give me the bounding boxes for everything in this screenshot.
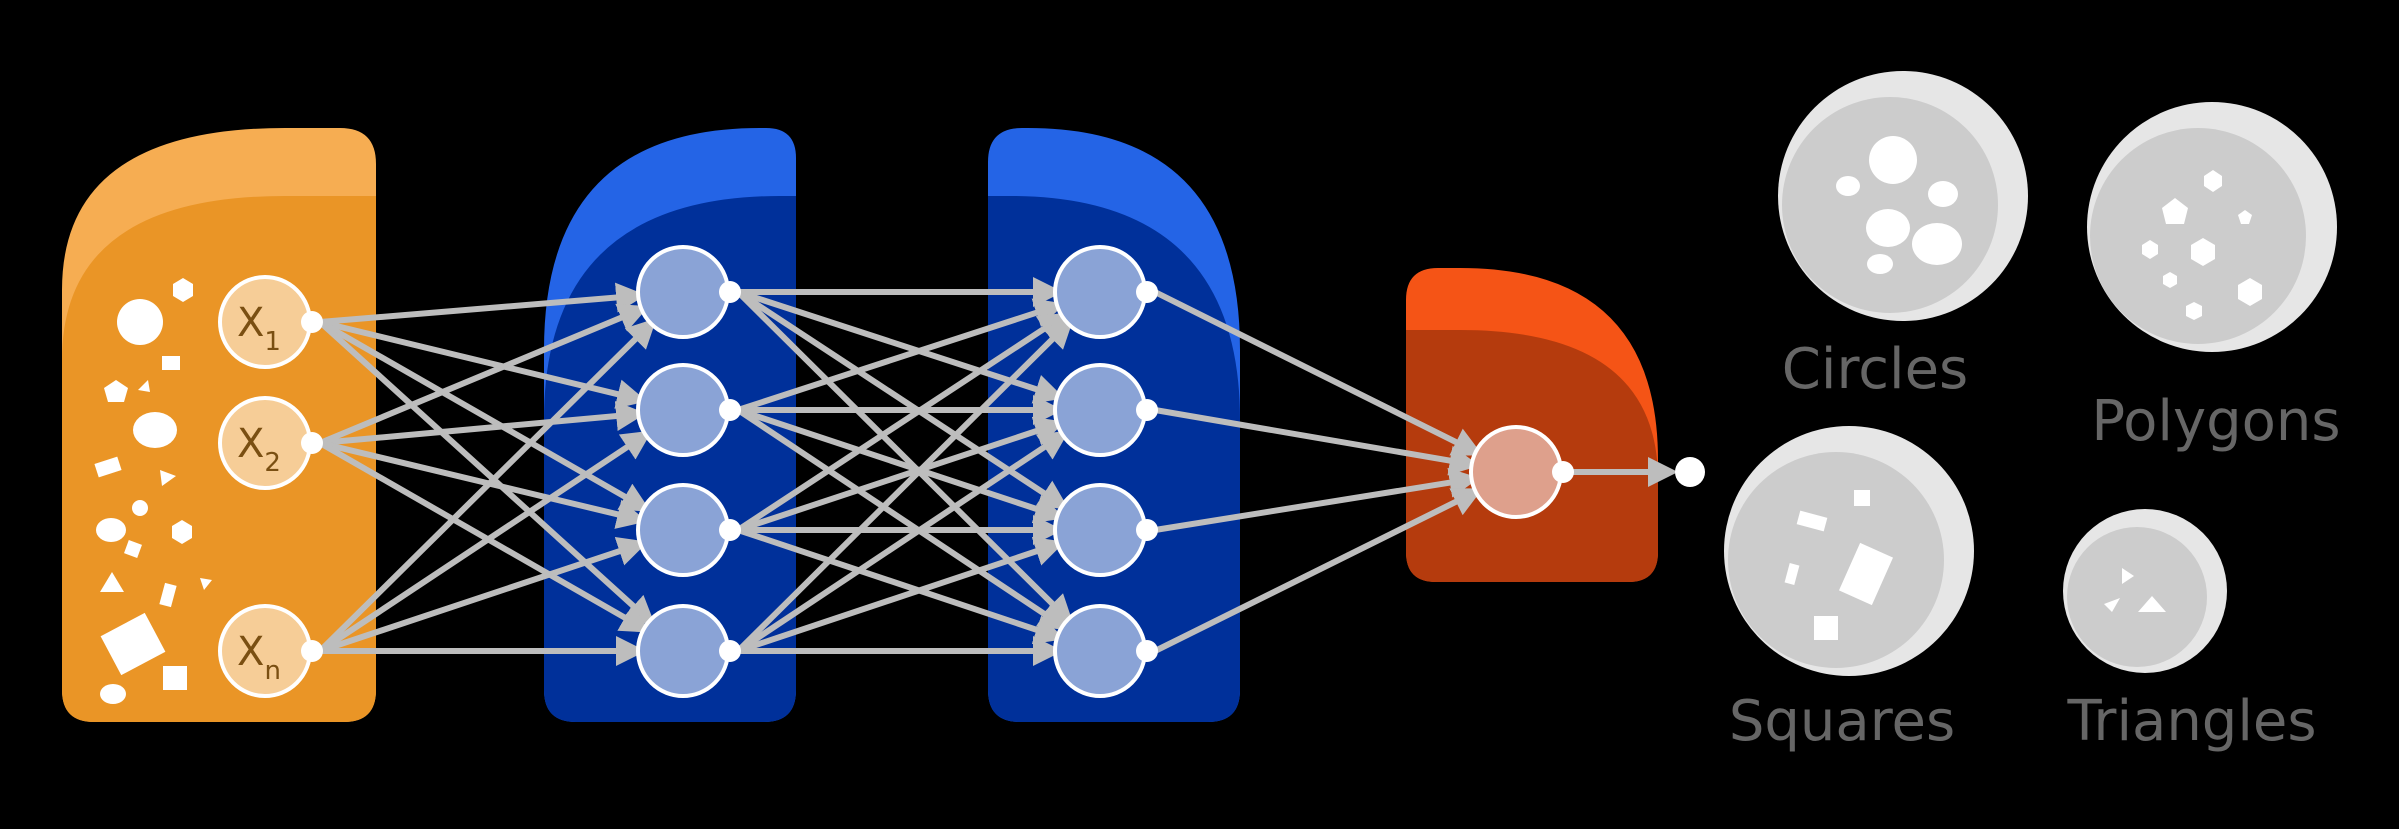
hidden2-node-2 xyxy=(1053,483,1158,577)
hidden1-node-0-port xyxy=(719,281,741,303)
input-node-1: X2 xyxy=(218,396,323,490)
input-node-0-port xyxy=(301,311,323,333)
edge-h1n1-h2n0 xyxy=(737,298,1065,413)
hidden2-node-1-circle xyxy=(1053,363,1147,457)
hidden2-node-0-port xyxy=(1136,281,1158,303)
triangles-icon xyxy=(2104,568,2166,612)
edge-in1-h1n2 xyxy=(319,440,648,529)
hidden1-node-3 xyxy=(636,604,741,698)
class-circles-group: Circles xyxy=(1778,71,2028,402)
hidden1-node-1-port xyxy=(719,399,741,421)
class-polygons-group: Polygons xyxy=(2087,102,2341,454)
hidden2-node-1-port xyxy=(1136,399,1158,421)
edge-h1n2-h2n0 xyxy=(736,312,1070,533)
hidden1-node-3-port xyxy=(719,640,741,662)
edge-in0-h1n0 xyxy=(319,282,647,325)
class-triangles-group: Triangles xyxy=(2063,509,2317,754)
class-label-squares: Squares xyxy=(1729,689,1955,754)
network-edges xyxy=(317,277,1678,666)
output-node-port xyxy=(1552,461,1574,483)
edge-h1n3-h2n0 xyxy=(735,318,1074,654)
edge-in0-h1n2 xyxy=(318,319,651,512)
input-layer-panel xyxy=(62,128,376,722)
edge-h2n1-out xyxy=(1154,407,1480,476)
input-node-1-port xyxy=(301,432,323,454)
edge-h1n0-h2n3 xyxy=(735,289,1074,625)
output-node-circle xyxy=(1469,425,1563,519)
input-node-2-subscript: n xyxy=(264,656,280,686)
output-node xyxy=(1469,425,1574,519)
output-terminal xyxy=(1675,457,1705,487)
edge-h1n2-h2n3 xyxy=(737,527,1065,644)
edge-h1n1-h2n2 xyxy=(737,407,1065,524)
polygons-icon xyxy=(2142,170,2262,320)
input-node-0: X1 xyxy=(218,275,323,369)
edge-in2-h1n1 xyxy=(318,430,653,654)
edge-h1n3-h2n2 xyxy=(737,537,1065,654)
edge-in2-h1n0 xyxy=(317,318,657,654)
hidden2-node-3 xyxy=(1053,604,1158,698)
hidden1-node-1-circle xyxy=(636,363,730,457)
hidden2-node-1 xyxy=(1053,363,1158,457)
output-layer-panel xyxy=(1406,268,1658,582)
edge-h1n1-h2n3 xyxy=(736,407,1070,631)
hidden1-node-3-circle xyxy=(636,604,730,698)
hidden2-node-3-port xyxy=(1136,640,1158,662)
edge-h1n0-h2n1 xyxy=(737,289,1065,404)
edge-h2n2-out xyxy=(1154,467,1480,533)
input-node-2: Xn xyxy=(218,604,323,698)
squares-icon xyxy=(1784,490,1894,640)
edge-in1-h1n3 xyxy=(318,440,651,633)
edge-in0-h1n3 xyxy=(317,319,656,627)
input-node-2-port xyxy=(301,640,323,662)
input-shapes-icon xyxy=(94,278,212,704)
edge-h1n3-h2n1 xyxy=(736,430,1070,654)
hidden1-node-2-circle xyxy=(636,483,730,577)
class-label-triangles: Triangles xyxy=(2066,689,2316,754)
edge-h2n3-out xyxy=(1153,488,1483,654)
hidden2-node-0-circle xyxy=(1053,245,1147,339)
edge-h2n0-out xyxy=(1153,289,1483,456)
edge-in1-h1n1 xyxy=(319,401,647,446)
class-label-polygons: Polygons xyxy=(2091,389,2340,454)
hidden1-node-0 xyxy=(636,245,741,339)
circles-icon xyxy=(1836,136,1962,274)
hidden1-node-0-circle xyxy=(636,245,730,339)
edge-h1n2-h2n1 xyxy=(737,416,1065,533)
edge-in2-h1n2 xyxy=(319,536,648,654)
class-label-circles: Circles xyxy=(1782,337,1968,402)
hidden1-node-2-port xyxy=(719,519,741,541)
hidden1-node-2 xyxy=(636,483,741,577)
input-node-1-subscript: 2 xyxy=(264,448,281,478)
input-node-0-subscript: 1 xyxy=(264,327,281,357)
hidden2-node-2-port xyxy=(1136,519,1158,541)
hidden1-node-1 xyxy=(636,363,741,457)
hidden2-node-0 xyxy=(1053,245,1158,339)
hidden2-node-2-circle xyxy=(1053,483,1147,577)
hidden2-node-3-circle xyxy=(1053,604,1147,698)
class-squares-group: Squares xyxy=(1724,426,1974,754)
edge-in1-h1n0 xyxy=(318,303,649,446)
